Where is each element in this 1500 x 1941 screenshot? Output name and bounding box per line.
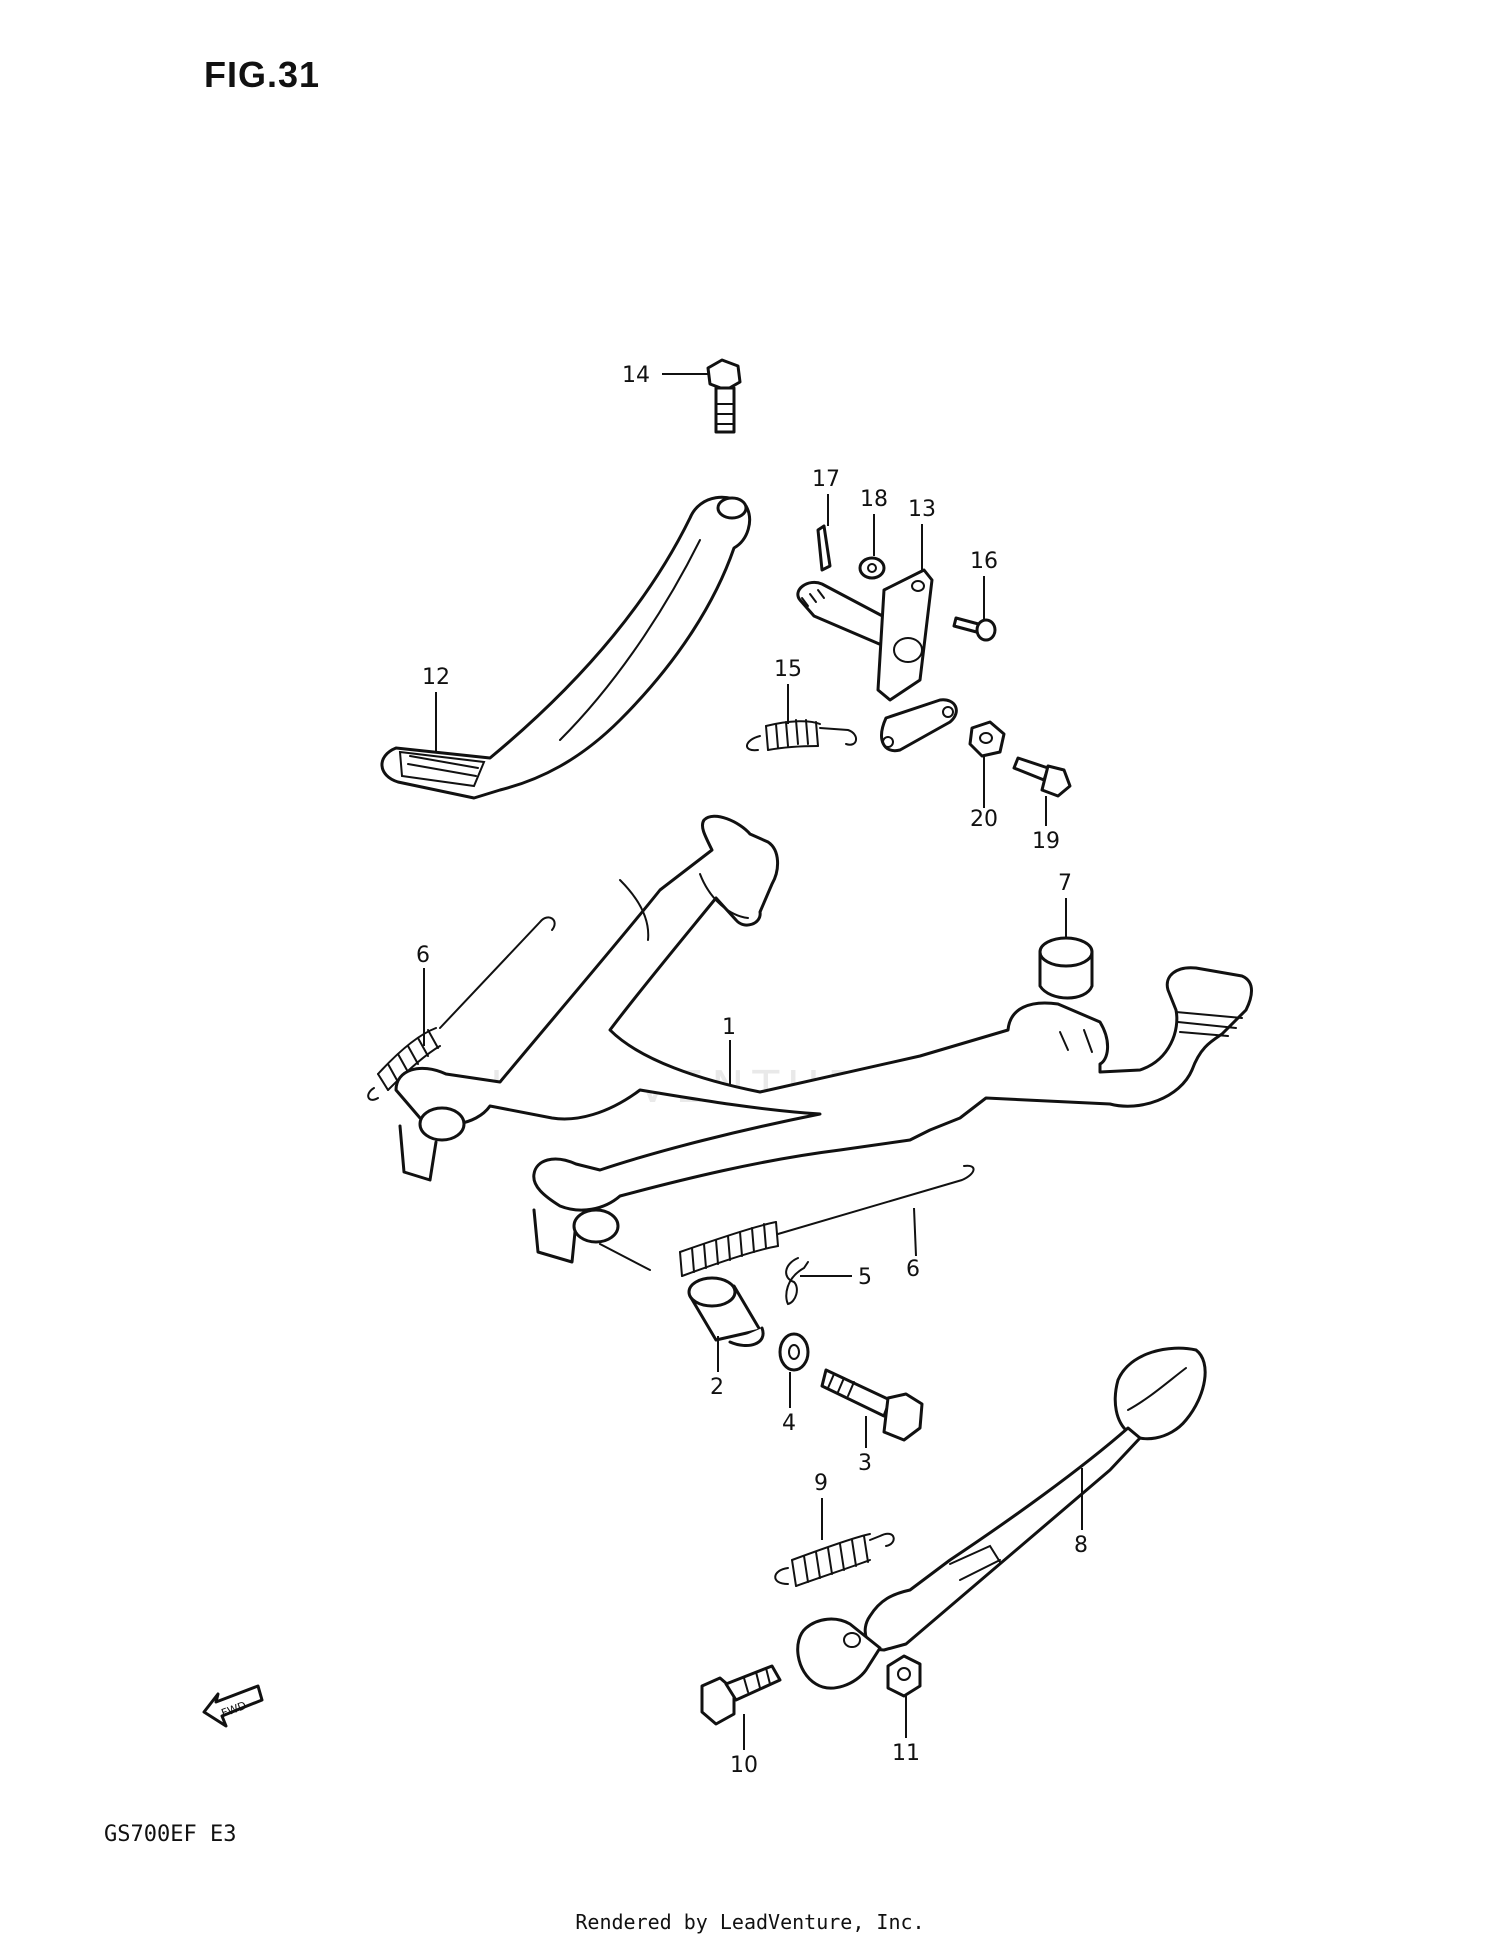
leader-lines <box>423 373 1083 1750</box>
callout-11: 11 <box>892 1741 920 1766</box>
part-16-pin <box>952 616 997 642</box>
callout-10: 10 <box>730 1753 758 1778</box>
callout-9: 9 <box>814 1471 828 1496</box>
part-14-bolt <box>706 358 742 434</box>
part-17-cotter-pin <box>816 524 832 572</box>
part-7-stopper-cap <box>1038 936 1094 1000</box>
part-18-washer <box>858 556 886 580</box>
callout-15: 15 <box>774 657 802 682</box>
callout-18: 18 <box>860 487 888 512</box>
part-15-spring <box>746 719 857 752</box>
callout-6-lower: 6 <box>906 1257 920 1282</box>
callout-12: 12 <box>422 665 450 690</box>
part-11-nut <box>886 1654 922 1698</box>
part-10-bolt <box>700 1664 782 1726</box>
callouts: 14 12 17 18 13 16 15 20 19 7 6 1 5 6 2 4… <box>416 363 1088 1778</box>
figure-title: FIG.31 <box>204 54 321 95</box>
part-12-brake-pedal <box>380 495 751 800</box>
callout-7: 7 <box>1058 871 1072 896</box>
model-label: GS700EF E3 <box>104 1822 237 1847</box>
callout-1: 1 <box>722 1015 736 1040</box>
callout-13: 13 <box>908 497 936 522</box>
callout-2: 2 <box>710 1375 724 1400</box>
fwd-arrow-icon: FWD <box>202 1684 264 1728</box>
callout-6-upper: 6 <box>416 943 430 968</box>
callout-4: 4 <box>782 1411 796 1436</box>
part-20-nut <box>968 720 1006 758</box>
footer-credit: Rendered by LeadVenture, Inc. <box>575 1910 925 1934</box>
callout-17: 17 <box>812 467 840 492</box>
part-5-clip <box>785 1257 809 1306</box>
part-9-spring <box>774 1532 895 1587</box>
callout-19: 19 <box>1032 829 1060 854</box>
part-4-washer <box>778 1332 810 1372</box>
part-2-collar <box>687 1276 765 1347</box>
callout-5: 5 <box>858 1265 872 1290</box>
part-13-brake-shaft-bracket <box>796 568 958 753</box>
part-6-upper-spring <box>367 916 556 1101</box>
part-19-bolt <box>1012 756 1072 798</box>
callout-8: 8 <box>1074 1533 1088 1558</box>
callout-14: 14 <box>622 363 650 388</box>
callout-3: 3 <box>858 1451 872 1476</box>
part-3-bolt <box>820 1368 924 1442</box>
part-8-side-stand <box>796 1346 1207 1690</box>
callout-16: 16 <box>970 549 998 574</box>
callout-20: 20 <box>970 807 998 832</box>
part-6-lower-spring <box>599 1164 975 1277</box>
part-1-center-stand <box>394 814 1253 1264</box>
